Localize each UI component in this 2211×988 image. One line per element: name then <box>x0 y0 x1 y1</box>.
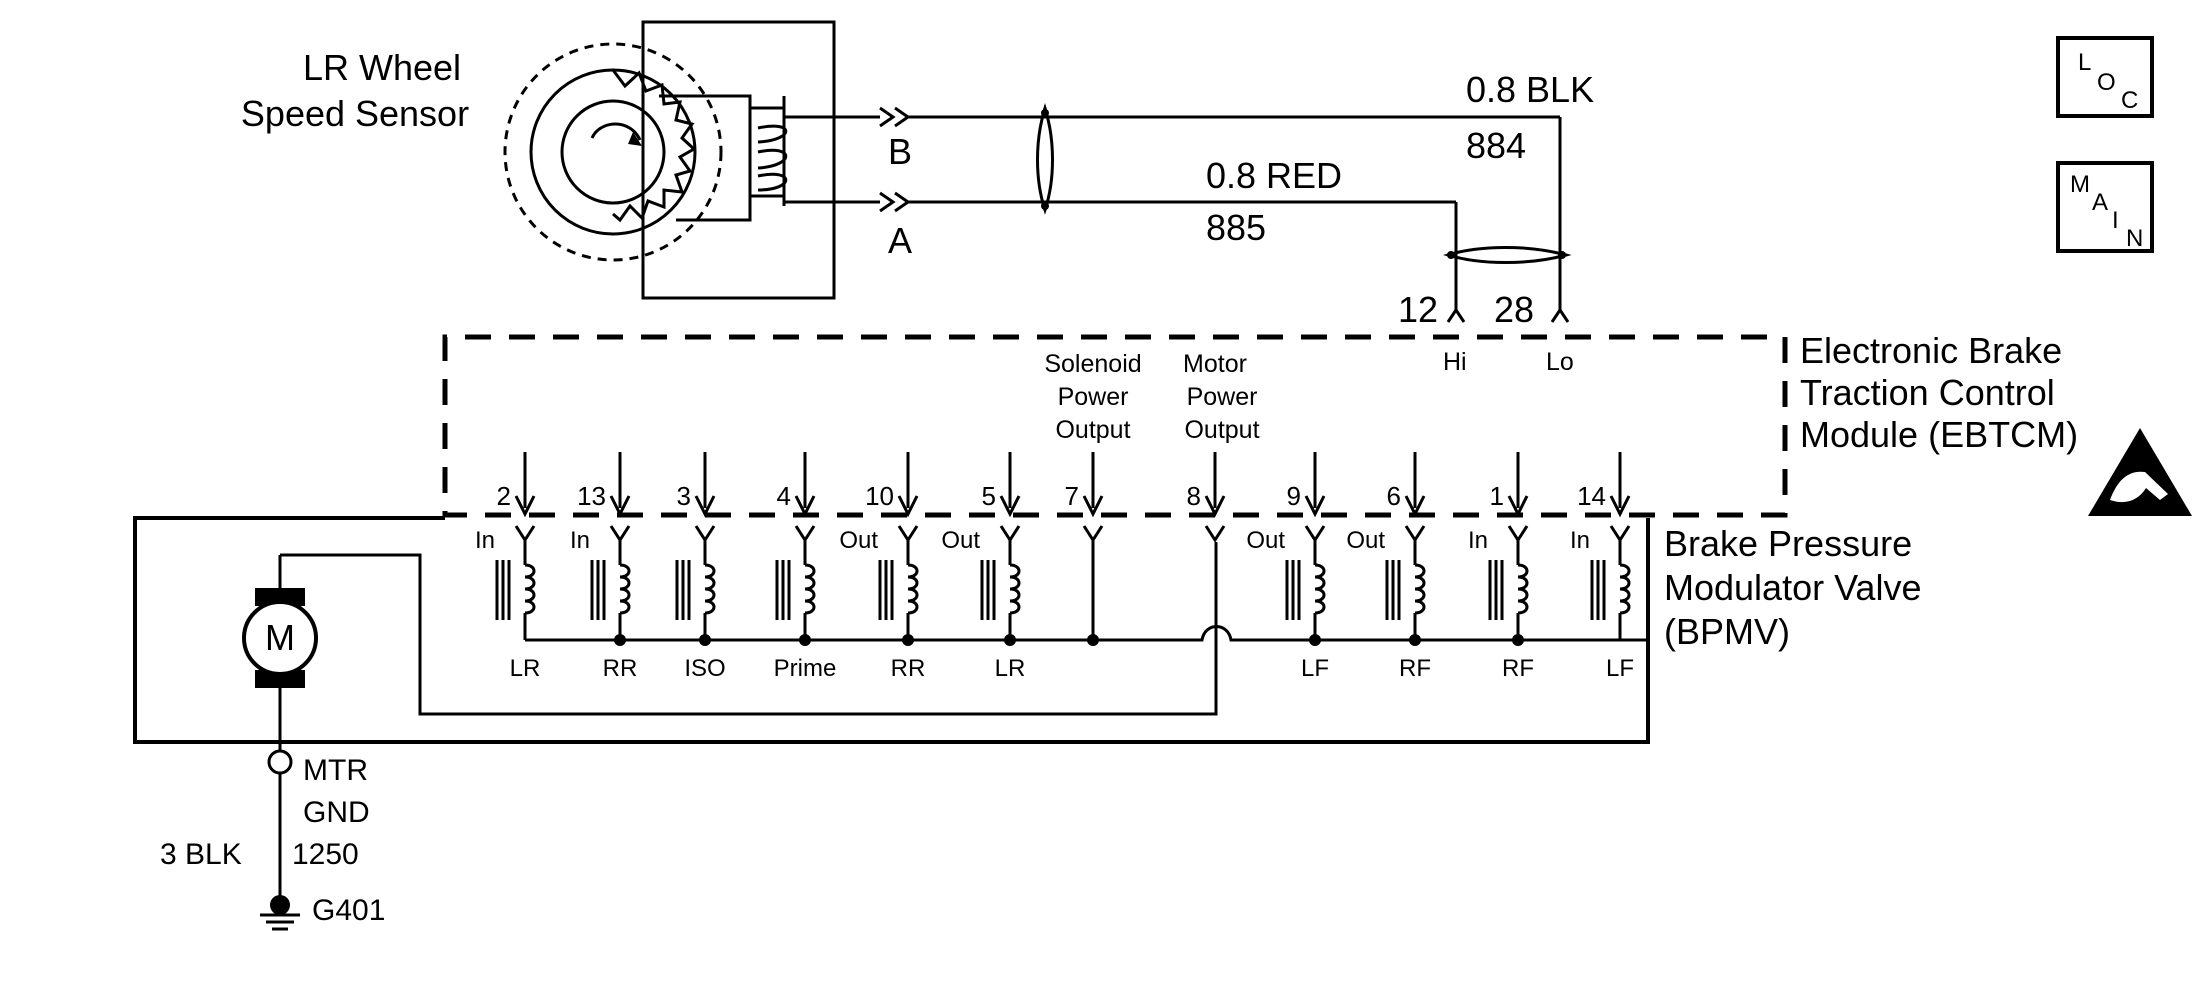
main-button[interactable]: M A I N <box>2056 161 2154 253</box>
solenoid-name-label: LR <box>995 655 1026 682</box>
pin-number: 7 <box>1065 481 1079 511</box>
pin-io-label: In <box>570 527 590 554</box>
wheel-speed-sensor: LR Wheel Speed Sensor <box>241 20 880 300</box>
pin-number: 6 <box>1387 481 1401 511</box>
pin-io-label: Out <box>1246 527 1285 554</box>
pin-number: 1 <box>1490 481 1504 511</box>
ground-id-label: G401 <box>312 894 385 927</box>
pin-number: 8 <box>1187 481 1201 511</box>
ebtcm-pin-28: 28 <box>1494 289 1534 330</box>
pin-number: 3 <box>677 481 691 511</box>
bpmv-title-line1: Brake Pressure <box>1664 523 1912 564</box>
mtr-gnd-line2: GND <box>303 796 370 829</box>
ebtcm-module: Electronic Brake Traction Control Module… <box>442 330 2078 518</box>
main-letter-m: M <box>2070 171 2090 198</box>
pin-io-label: Out <box>839 527 878 554</box>
pin-number: 9 <box>1287 481 1301 511</box>
pin-io-label: In <box>1570 527 1590 554</box>
solenoid-name-label: ISO <box>684 655 725 682</box>
motor-ground: MTR GND 3 BLK 1250 G401 <box>160 749 385 931</box>
ebtcm-title-line1: Electronic Brake <box>1800 330 2062 371</box>
pin-number: 5 <box>982 481 996 511</box>
ebtcm-title-line2: Traction Control <box>1800 372 2055 413</box>
pin-number: 2 <box>497 481 511 511</box>
sensor-title-line1: LR Wheel <box>303 47 461 88</box>
mtr-gnd-line1: MTR <box>303 754 368 787</box>
motor-power-line1: Motor <box>1183 350 1247 378</box>
solenoid-name-label: RR <box>891 655 926 682</box>
solenoid-name-label: RR <box>603 655 638 682</box>
pin-number: 4 <box>777 481 791 511</box>
sensor-title-line2: Speed Sensor <box>241 93 469 134</box>
pin-io-label: In <box>475 527 495 554</box>
ebtcm-pin-lo: Lo <box>1546 348 1574 376</box>
motor-symbol: M <box>265 617 295 658</box>
sensor-wires: 0.8 BLK 884 0.8 RED 885 12 28 Hi Lo <box>908 69 1594 376</box>
red-circuit-label: 885 <box>1206 207 1266 248</box>
sensor-connector: B A <box>879 106 912 261</box>
loc-button[interactable]: L O C <box>2056 36 2154 118</box>
solenoid-name-label: Prime <box>774 655 837 682</box>
pin-number: 14 <box>1577 481 1606 511</box>
bpmv-module: Brake Pressure Modulator Valve (BPMV) M <box>133 516 1921 755</box>
solenoid-common-bus <box>525 625 1648 642</box>
ground-circuit-label: 1250 <box>292 838 359 871</box>
motor-power-line3: Output <box>1184 416 1259 444</box>
loc-letter-l: L <box>2078 49 2091 76</box>
pin-number: 13 <box>577 481 606 511</box>
solenoid-name-label: LR <box>510 655 541 682</box>
ground-wire-label: 3 BLK <box>160 838 242 871</box>
solenoid-power-line3: Output <box>1055 416 1130 444</box>
solenoid-power-line2: Power <box>1058 383 1129 411</box>
solenoid-name-label: RF <box>1399 655 1431 682</box>
main-letter-n: N <box>2126 225 2143 252</box>
ebtcm-pin-hi: Hi <box>1443 348 1467 376</box>
ebtcm-title-line3: Module (EBTCM) <box>1800 414 2078 455</box>
solenoid-name-label: LF <box>1606 655 1634 682</box>
solenoid-power-line1: Solenoid <box>1044 350 1141 378</box>
connector-pin-8: 8 <box>1187 452 1226 543</box>
pin-number: 10 <box>865 481 894 511</box>
motor-power-line2: Power <box>1187 383 1258 411</box>
ebtcm-pin-12: 12 <box>1398 289 1438 330</box>
solenoid-name-label: LF <box>1301 655 1329 682</box>
terminal-a-label: A <box>888 220 912 261</box>
solenoid-name-label: RF <box>1502 655 1534 682</box>
connector-pin-7: 7 <box>1065 452 1104 640</box>
loc-letter-o: O <box>2097 69 2116 96</box>
pin-io-label: Out <box>1346 527 1385 554</box>
blk-circuit-label: 884 <box>1466 125 1526 166</box>
loc-letter-c: C <box>2121 87 2138 114</box>
blk-wire-label: 0.8 BLK <box>1466 69 1594 110</box>
red-wire-label: 0.8 RED <box>1206 155 1342 196</box>
bpmv-title-line3: (BPMV) <box>1664 611 1790 652</box>
pin-io-label: Out <box>941 527 980 554</box>
terminal-b-label: B <box>888 131 912 172</box>
esd-caution-icon <box>2088 428 2192 516</box>
pump-motor: M <box>242 542 1218 755</box>
main-letter-a: A <box>2092 189 2108 216</box>
pin-io-label: In <box>1468 527 1488 554</box>
main-letter-i: I <box>2112 207 2119 234</box>
bpmv-title-line2: Modulator Valve <box>1664 567 1921 608</box>
